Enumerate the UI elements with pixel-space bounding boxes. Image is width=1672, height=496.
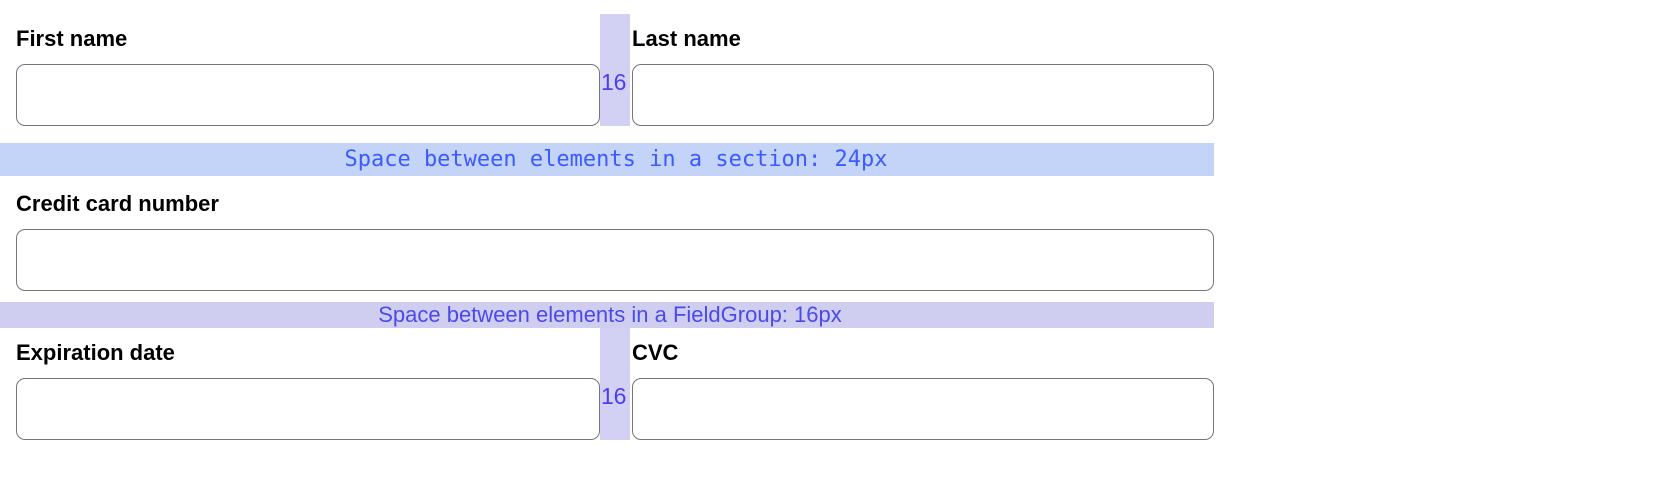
column-gap-value-top: 16 [601,69,627,95]
section-gap-annotation-band: Space between elements in a section: 24p… [0,143,1214,176]
cvc-input-wrap [630,378,1214,440]
last-name-label: Last name [632,26,741,51]
credit-card-number-input[interactable] [16,229,1214,291]
first-name-input-wrap [0,64,600,126]
section-gap-annotation-text: Space between elements in a section: 24p… [344,146,888,172]
last-name-input-wrap [630,64,1214,126]
cvc-input[interactable] [632,378,1214,440]
column-gap-value-bottom: 16 [601,383,627,409]
expiration-date-input[interactable] [16,378,600,440]
first-name-field-group: First name [0,14,600,126]
last-name-input[interactable] [632,64,1214,126]
expiration-date-label: Expiration date [16,340,175,365]
credit-card-field-group: Credit card number [0,179,1214,291]
fieldgroup-gap-annotation-band: Space between elements in a FieldGroup: … [0,302,1214,328]
credit-card-row: Credit card number [0,179,1214,291]
cvc-field-group: CVC [630,328,1214,440]
credit-card-input-wrap [0,229,1214,291]
credit-card-number-label: Credit card number [16,191,219,216]
last-name-field-group: Last name [630,14,1214,126]
expiration-date-field-group: Expiration date [0,328,600,440]
form-content: First name 16 Last name Space between el… [0,14,1214,440]
fieldgroup-gap-annotation-text: Space between elements in a FieldGroup: … [378,302,842,327]
first-name-input[interactable] [16,64,600,126]
first-name-label: First name [16,26,128,51]
column-gap-marker-bottom: 16 [600,328,630,440]
name-row: First name 16 Last name [0,14,1214,126]
column-gap-marker-top: 16 [600,14,630,126]
expiration-date-input-wrap [0,378,600,440]
cvc-label: CVC [632,340,679,365]
expiry-cvc-row: Expiration date 16 CVC [0,328,1214,440]
